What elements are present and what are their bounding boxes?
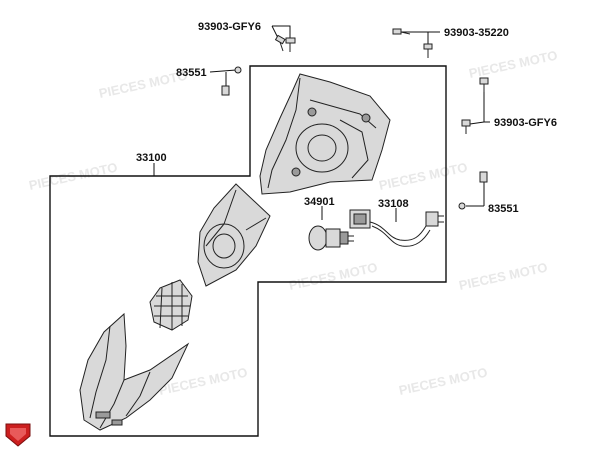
headlight-bulb [308,225,354,251]
front-fairing [79,312,190,431]
wiring-harness [349,209,444,247]
label-assembly: 33100 [136,152,167,164]
label-bulb: 34901 [304,196,335,208]
label-bolt-top-left: 93903-GFY6 [198,21,261,33]
bolt-icon [461,77,489,134]
clip-icon [221,66,242,96]
part-labels: 93903-GFY6 93903-35220 83551 93903-GFY6 … [136,21,557,215]
watermark-text: PIECES MOTO [468,48,559,81]
bolt-icon [392,28,433,58]
headlight-lens-cover [197,183,271,287]
label-harness: 33108 [378,198,409,210]
watermark-text: PIECES MOTO [458,260,549,293]
label-bolt-top-right: 93903-35220 [444,27,509,39]
assembly-outline-box [49,65,447,437]
bolt-icon [274,34,296,52]
clip-icon [458,171,488,210]
headlight-reflector [149,279,193,331]
label-clip-left: 83551 [176,67,207,79]
label-clip-right: 83551 [488,203,519,215]
watermark-text: PIECES MOTO [288,260,379,293]
label-bolt-right: 93903-GFY6 [494,117,557,129]
watermark-text: PIECES MOTO [398,365,489,398]
brand-logo-icon [5,423,31,447]
watermark-text: PIECES MOTO [378,160,469,193]
headlight-housing [259,73,391,195]
